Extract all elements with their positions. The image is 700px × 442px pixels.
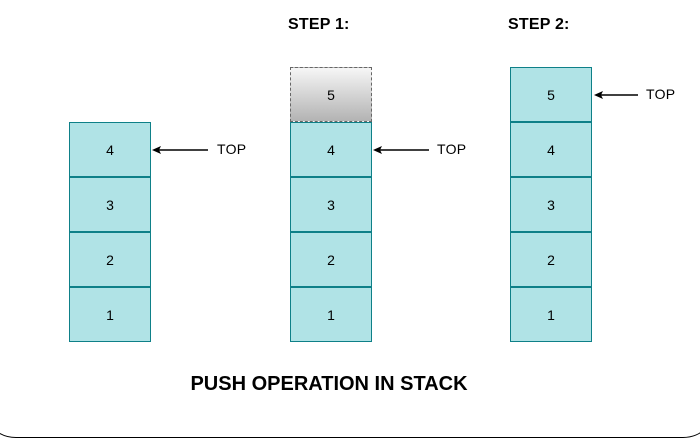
top-pointer-arrow-icon bbox=[594, 91, 638, 99]
top-pointer-arrow-icon bbox=[152, 146, 208, 154]
top-pointer-arrow-icon bbox=[373, 146, 429, 154]
stack-step-2-cell-5: 5 bbox=[510, 67, 592, 122]
top-label: TOP bbox=[437, 141, 467, 157]
stack-step-2-cell-1: 1 bbox=[510, 287, 592, 342]
stack-initial-cell-1: 1 bbox=[69, 287, 151, 342]
stack-step-1-cell-3: 3 bbox=[290, 177, 372, 232]
step-1-label: STEP 1: bbox=[288, 16, 350, 33]
stack-initial-cell-3: 3 bbox=[69, 177, 151, 232]
stack-step-1-cell-1: 1 bbox=[290, 287, 372, 342]
stack-step-1-pending-cell-5: 5 bbox=[290, 67, 372, 122]
step-2-label: STEP 2: bbox=[508, 16, 570, 33]
stack-step-1-cell-2: 2 bbox=[290, 232, 372, 287]
stack-step-2-cell-2: 2 bbox=[510, 232, 592, 287]
stack-step-2-cell-3: 3 bbox=[510, 177, 592, 232]
stack-step-2-cell-4: 4 bbox=[510, 122, 592, 177]
top-label: TOP bbox=[646, 86, 676, 102]
top-label: TOP bbox=[217, 141, 247, 157]
stack-step-1-cell-4: 4 bbox=[290, 122, 372, 177]
stack-initial-cell-2: 2 bbox=[69, 232, 151, 287]
diagram-caption: PUSH OPERATION IN STACK bbox=[190, 373, 468, 395]
stack-initial-cell-4: 4 bbox=[69, 122, 151, 177]
